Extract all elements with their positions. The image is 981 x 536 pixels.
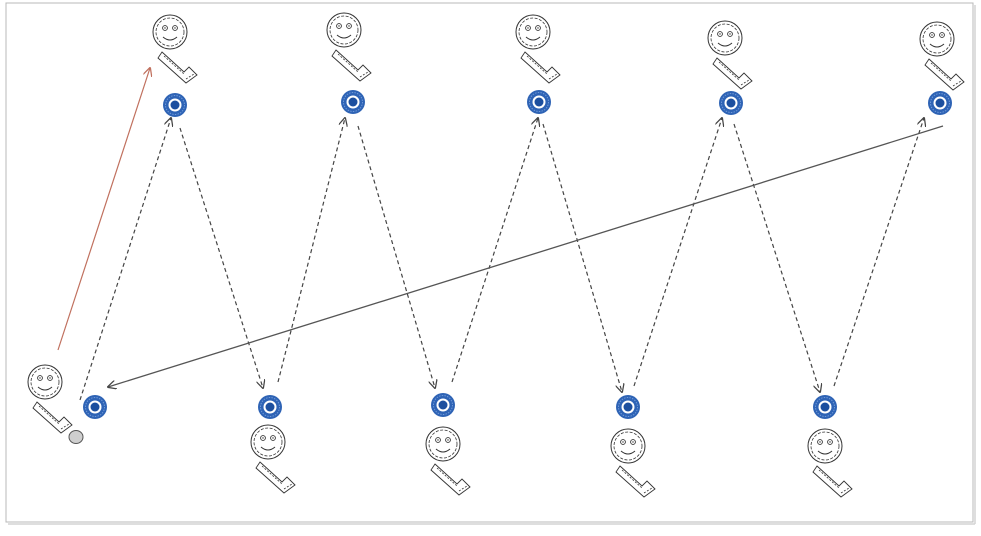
return-run-line (108, 125, 944, 387)
player-smiley-icon (326, 12, 372, 82)
top-row-cones (162, 89, 953, 118)
cone-marker-icon (718, 90, 744, 116)
pass-line (277, 118, 345, 383)
cone-marker-icon (812, 394, 838, 420)
player-smiley-icon (27, 364, 73, 434)
bottom-row-players (27, 364, 853, 498)
cone-marker-icon (526, 89, 552, 115)
cone-marker-icon (927, 90, 953, 116)
player-smiley-icon (707, 20, 753, 90)
pass-line (542, 123, 622, 392)
pass-line (633, 118, 722, 387)
player-smiley-icon (807, 428, 853, 498)
pass-line (451, 118, 538, 383)
ball-icon (68, 430, 84, 444)
player-smiley-icon (250, 424, 296, 494)
cone-marker-icon (162, 92, 188, 118)
diagram-border (5, 2, 974, 523)
cone-marker-icon (82, 394, 108, 420)
pass-line (79, 118, 171, 401)
pass-line (833, 118, 924, 387)
cone-marker-icon (257, 394, 283, 420)
player-smiley-icon (919, 21, 965, 91)
player-smiley-icon (610, 428, 656, 498)
bottom-row-cones (82, 392, 838, 420)
pass-line (357, 125, 435, 388)
zigzag-passes (79, 118, 924, 401)
cone-marker-icon (430, 392, 456, 418)
player-smiley-icon (515, 14, 561, 84)
player-run-line (57, 68, 150, 351)
cone-marker-icon (615, 394, 641, 420)
cone-marker-icon (340, 89, 366, 115)
player-smiley-icon (152, 14, 198, 84)
top-row-players (152, 12, 965, 91)
pass-line (733, 123, 820, 392)
pass-line (179, 127, 263, 388)
player-smiley-icon (425, 426, 471, 496)
